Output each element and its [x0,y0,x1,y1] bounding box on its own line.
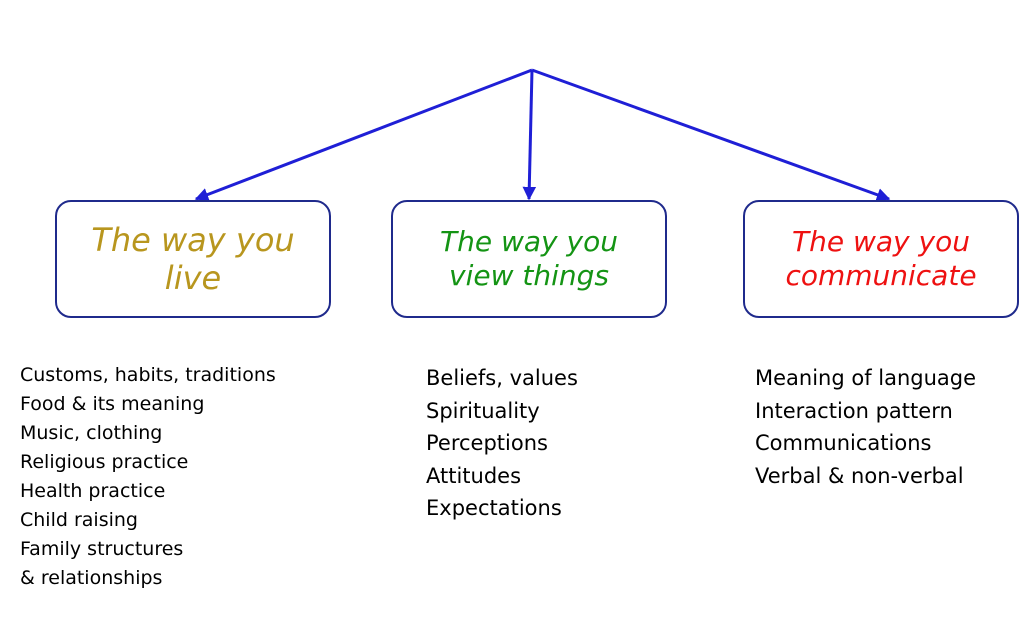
list-item: Perceptions [426,431,548,455]
arrow-to-communicate [531,68,891,202]
list-way-you-live: Customs, habits, traditions Food & its m… [20,361,276,593]
list-item: Meaning of language [755,366,977,390]
list-item: Beliefs, values [426,366,578,390]
list-item: Interaction pattern [755,398,953,423]
box-view-line-1: The way you [440,225,618,259]
list-item: Food & its meaning [20,393,205,415]
box-live-line-1: The way you [91,220,295,259]
list-item: Expectations [426,496,562,520]
box-communicate-line-1: The way you [792,225,970,259]
list-way-you-communicate: Meaning of language Interaction pattern … [755,362,976,492]
box-live-line-2: live [164,259,222,297]
list-item: & relationships [20,567,163,589]
list-item: Communications [755,431,932,455]
list-item: Family structures [20,538,184,560]
list-way-you-view-things: Beliefs, values Spirituality Perceptions… [426,362,578,525]
list-item: Customs, habits, traditions [20,364,276,386]
box-communicate-line-2: communicate [785,259,977,292]
box-the-way-you-live: The way you live [55,200,331,318]
list-item: Spirituality [426,398,540,423]
arrow-to-live [194,68,533,201]
box-the-way-you-view-things: The way you view things [391,200,667,318]
list-item: Music, clothing [20,422,163,444]
list-item: Child raising [20,509,138,531]
list-item: Attitudes [426,463,522,488]
box-view-line-2: view things [449,259,609,292]
list-item: Health practice [20,480,166,502]
list-item: Religious practice [20,451,189,473]
box-the-way-you-communicate: The way you communicate [743,200,1019,318]
list-item: Verbal & non-verbal [755,463,964,488]
arrow-to-view [522,69,537,201]
